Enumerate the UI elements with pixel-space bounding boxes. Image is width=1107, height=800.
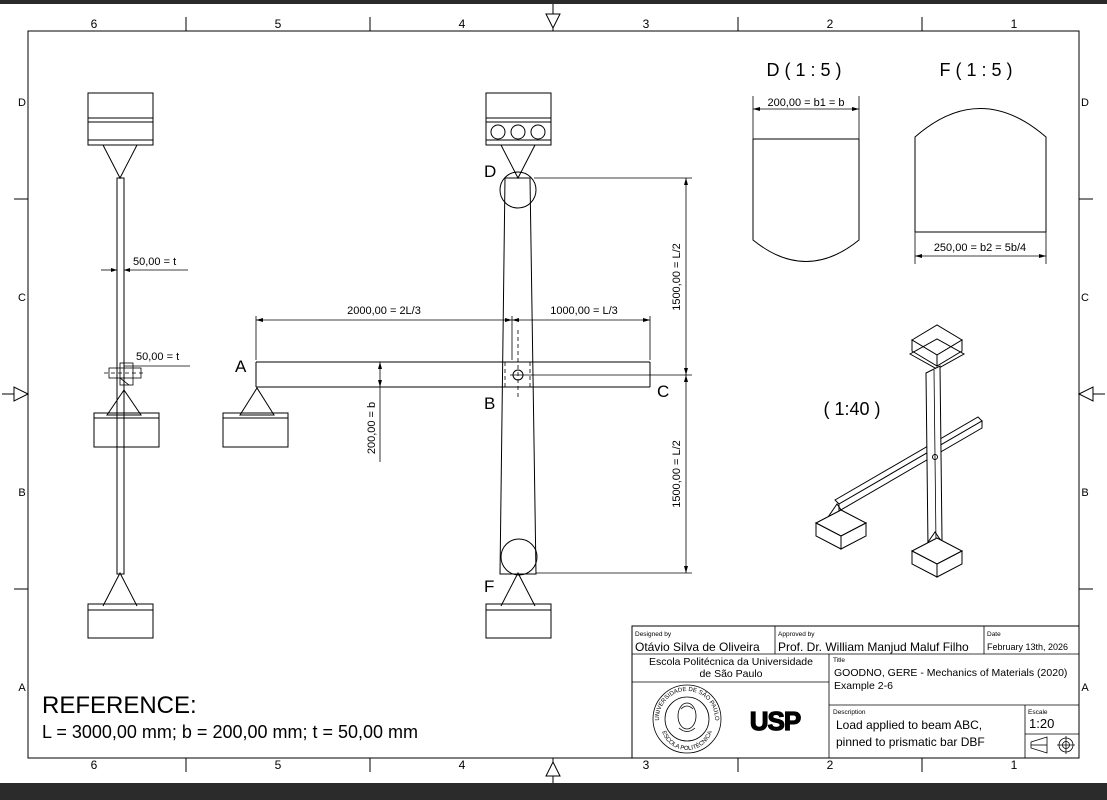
title-block: Designed by Otávio Silva de Oliveira App…: [631, 625, 1080, 759]
reference-heading: REFERENCE:: [42, 692, 197, 719]
detail-d: D ( 1 : 5 ) 200,00 = b1 = b: [752, 60, 860, 262]
dim-left-span: 2000,00 = 2L/3: [347, 305, 421, 317]
iso-scale-label: ( 1:40 ): [823, 399, 880, 419]
zone-letter-left-c: C: [18, 292, 26, 304]
viewer-top-edge: [0, 0, 1107, 4]
usp-logo-icon: USP: [749, 705, 802, 736]
title-label: Title: [833, 657, 845, 664]
school-line1: Escola Politécnica da Universidade: [649, 656, 813, 668]
reference-values: L = 3000,00 mm; b = 200,00 mm; t = 50,00…: [42, 722, 418, 742]
zone-letter-left-d: D: [18, 97, 26, 109]
zone-letter-left-a: A: [18, 682, 26, 694]
zone-letter-right-a: A: [1081, 682, 1089, 694]
approved-by-value: Prof. Dr. William Manjud Maluf Filho: [778, 640, 969, 654]
centering-marks: [2, 2, 1105, 783]
side-view: 50,00 = t 50,00 = t: [87, 92, 190, 639]
projection-symbol-icon: [1030, 736, 1075, 754]
detail-f-dim: 250,00 = b2 = 5b/4: [934, 242, 1026, 254]
dim-beam-depth: 200,00 = b: [366, 402, 378, 454]
front-view: 2000,00 = 2L/3 1000,00 = L/3 1500,00 = L…: [222, 92, 692, 639]
zone-num-bottom-1: 1: [1011, 758, 1018, 772]
zone-letter-right-c: C: [1081, 292, 1089, 304]
description-line1: Load applied to beam ABC,: [836, 718, 982, 732]
dim-t-top: 50,00 = t: [133, 256, 176, 268]
detail-f-title: F ( 1 : 5 ): [939, 60, 1012, 80]
dim-upper-height: 1500,00 = L/2: [671, 243, 683, 311]
zone-letter-left-b: B: [18, 487, 25, 499]
zone-num-bottom-5: 5: [275, 758, 282, 772]
dim-right-span: 1000,00 = L/3: [550, 305, 618, 317]
zone-letter-right-d: D: [1081, 97, 1089, 109]
detail-d-title: D ( 1 : 5 ): [766, 60, 841, 80]
zone-num-top-5: 5: [275, 17, 282, 31]
zone-num-top-2: 2: [827, 17, 834, 31]
viewer-bottom-edge: [0, 783, 1107, 795]
description-line2: pinned to prismatic bar DBF: [836, 735, 985, 749]
label-point-a: A: [235, 357, 247, 376]
designed-by-value: Otávio Silva de Oliveira: [635, 640, 760, 654]
detail-f: F ( 1 : 5 ) 250,00 = b2 = 5b/4: [914, 60, 1047, 264]
label-point-b: B: [484, 394, 495, 413]
title-line2: Example 2-6: [834, 680, 893, 692]
escola-politecnica-seal-icon: UNIVERSIDADE DE SÃO PAULO ESCOLA POLITÉC…: [652, 684, 722, 754]
approved-by-label: Approved by: [778, 631, 815, 638]
zone-num-bottom-4: 4: [459, 758, 466, 772]
scale-label: Escale: [1028, 709, 1048, 716]
zone-num-top-1: 1: [1011, 17, 1018, 31]
zone-num-bottom-6: 6: [91, 758, 98, 772]
label-point-f: F: [484, 577, 494, 596]
zone-num-bottom-3: 3: [643, 758, 650, 772]
dim-lower-height: 1500,00 = L/2: [671, 440, 683, 508]
dim-t-mid: 50,00 = t: [136, 351, 179, 363]
isometric-view: ( 1:40 ): [814, 324, 983, 578]
date-value: February 13th, 2026: [987, 642, 1068, 652]
svg-text:USP: USP: [750, 706, 801, 736]
scale-value: 1:20: [1029, 716, 1054, 731]
zone-num-bottom-2: 2: [827, 758, 834, 772]
zone-letter-right-b: B: [1081, 487, 1088, 499]
zone-num-top-3: 3: [643, 17, 650, 31]
description-label: Description: [833, 709, 866, 716]
designed-by-label: Designed by: [635, 631, 672, 638]
label-point-c: C: [657, 382, 669, 401]
zone-ticks: [14, 17, 1093, 772]
school-line2: de São Paulo: [699, 668, 762, 680]
label-point-d: D: [484, 162, 496, 181]
seal-text-top: UNIVERSIDADE DE SÃO PAULO: [655, 687, 719, 721]
date-label: Date: [987, 631, 1001, 638]
zone-num-top-6: 6: [91, 17, 98, 31]
title-line1: GOODNO, GERE - Mechanics of Materials (2…: [834, 667, 1067, 679]
zone-num-top-4: 4: [459, 17, 466, 31]
detail-d-dim: 200,00 = b1 = b: [767, 97, 844, 109]
